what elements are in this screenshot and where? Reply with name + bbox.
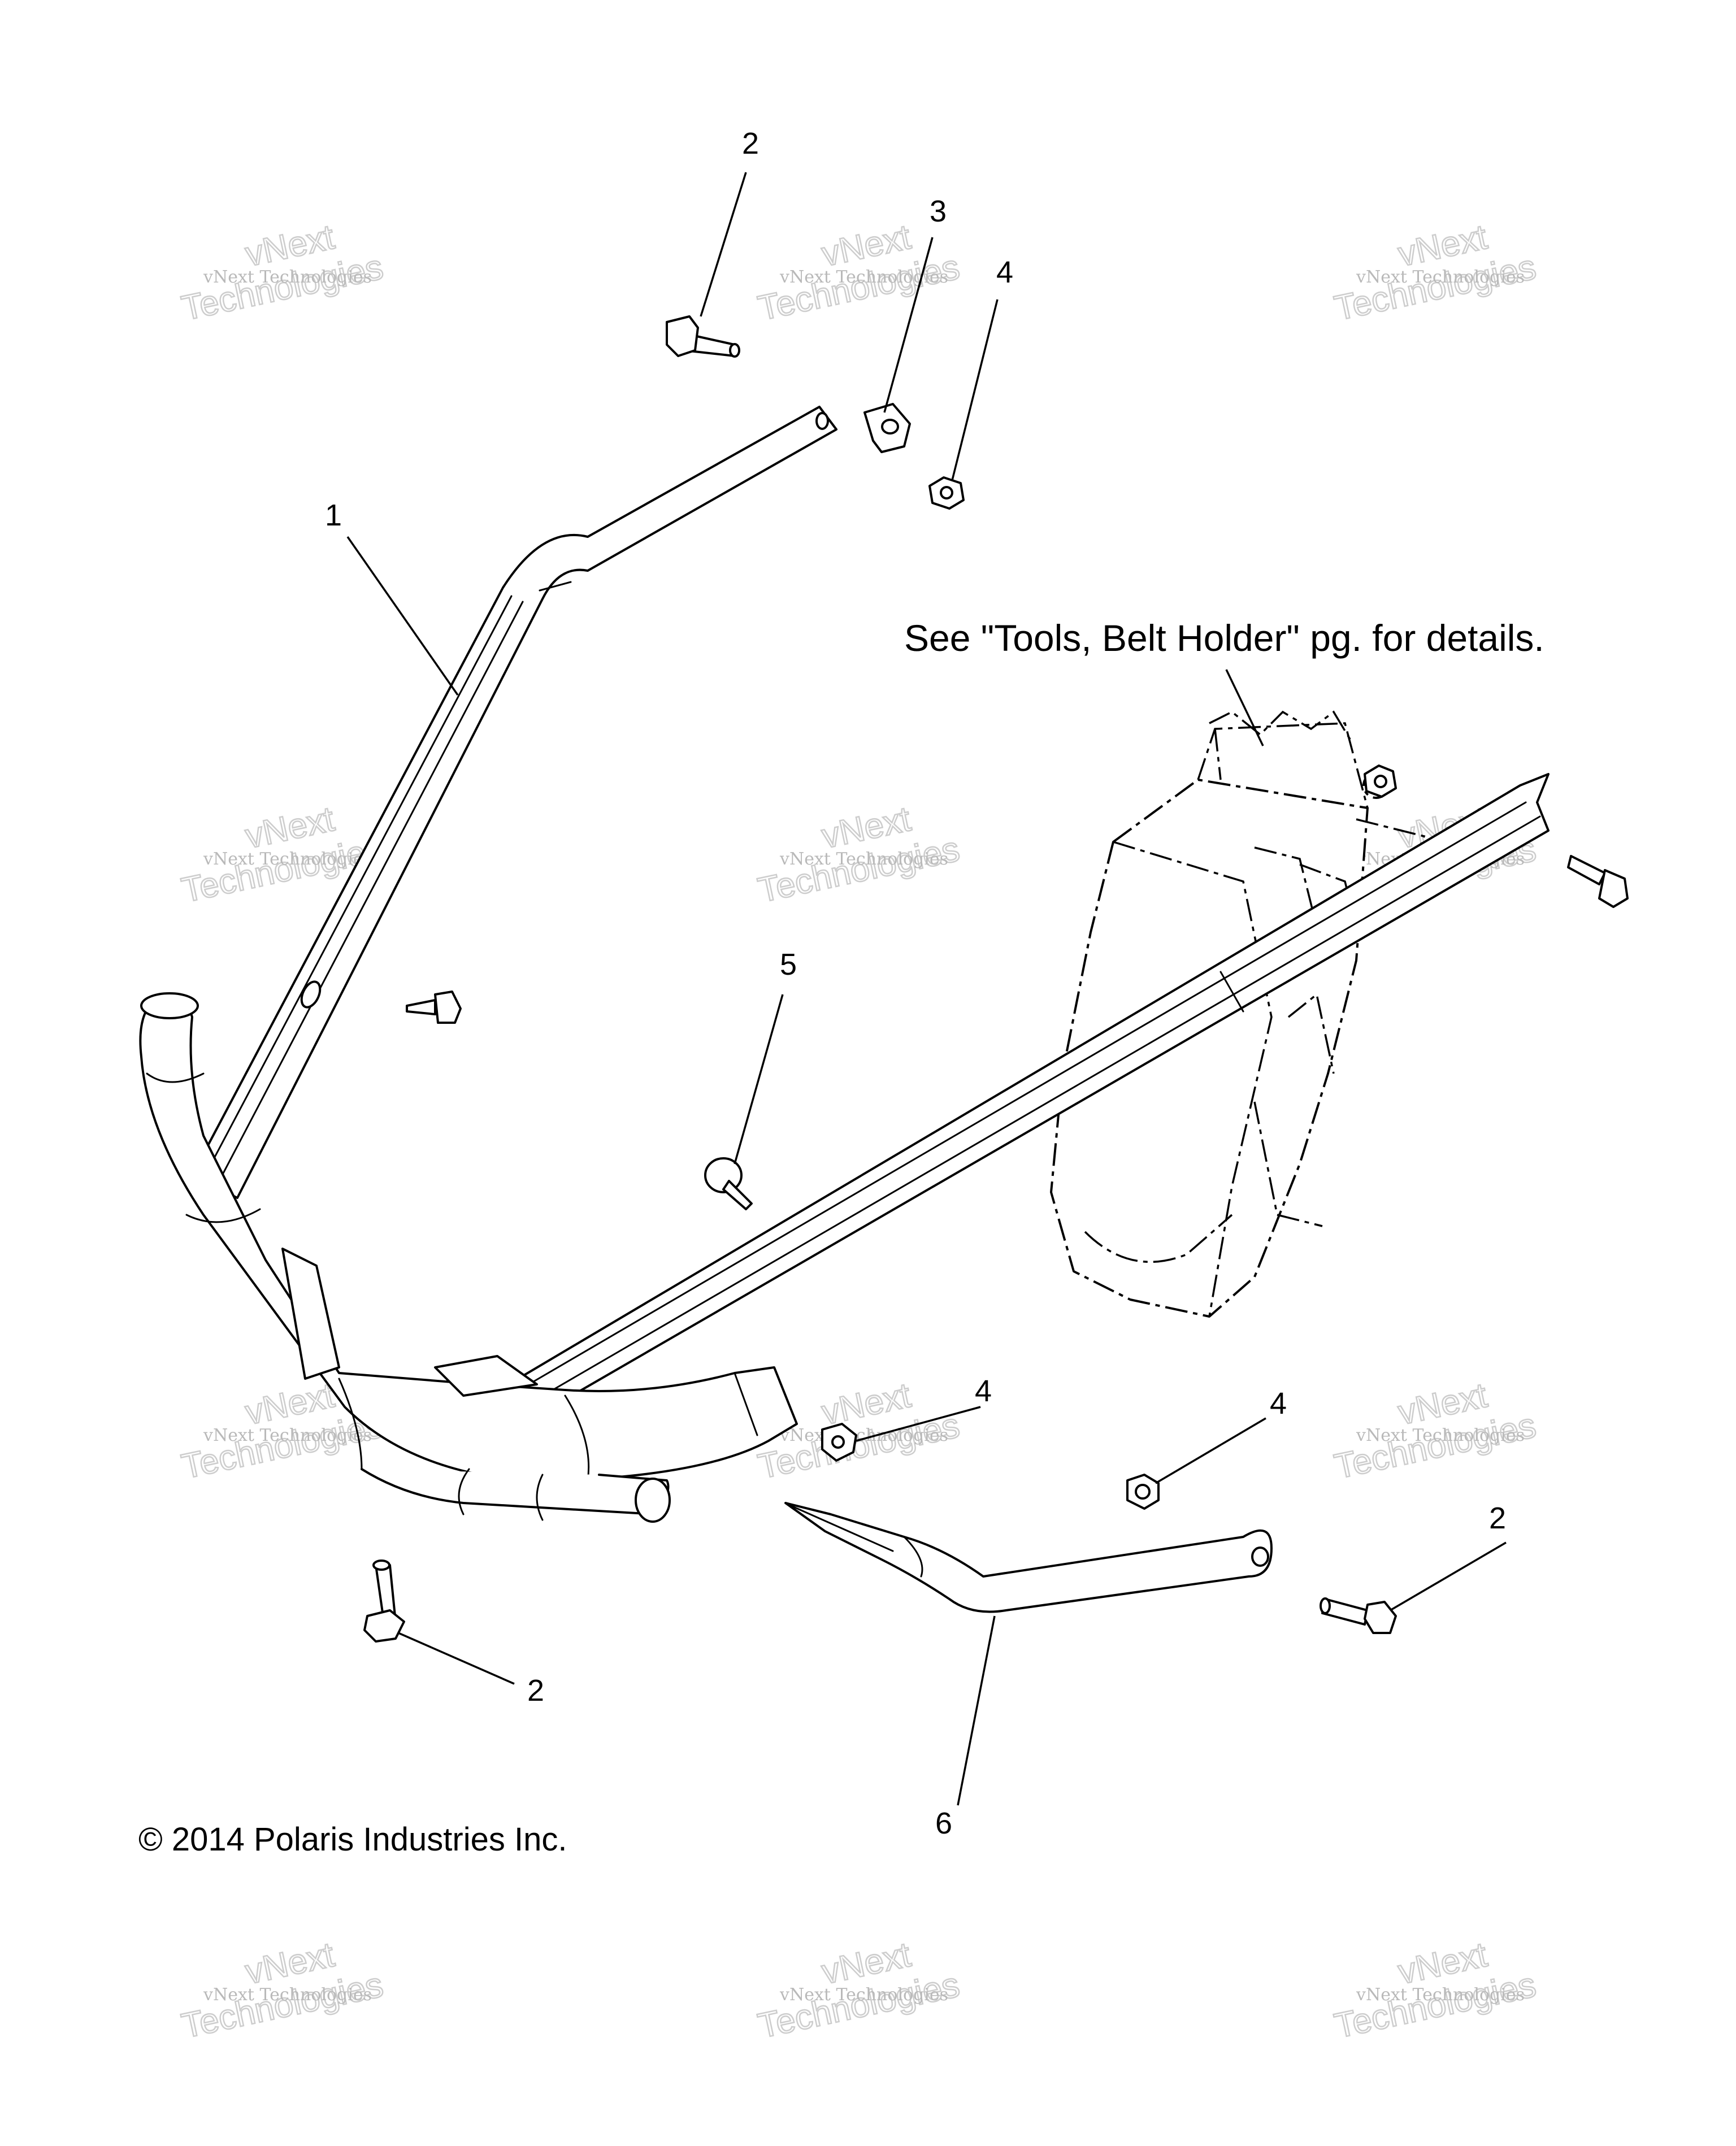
part-6-lower-brace bbox=[784, 1502, 1273, 1613]
clip-icon bbox=[863, 403, 911, 453]
callout-3: 3 bbox=[930, 194, 947, 228]
tube-end bbox=[635, 1478, 671, 1523]
bolt-icon bbox=[363, 1559, 405, 1643]
watermark-text: vNext Technologies bbox=[1356, 1426, 1525, 1445]
callout-4: 4 bbox=[975, 1374, 992, 1408]
watermark: vNext Technologies vNext Technologies bbox=[1330, 217, 1540, 329]
callout-2: 2 bbox=[527, 1674, 544, 1708]
rail-hole bbox=[300, 980, 322, 1009]
rivet-icon bbox=[406, 991, 462, 1024]
watermark: vNext Technologies vNext Technologies bbox=[177, 1935, 387, 2047]
copyright-text: © 2014 Polaris Industries Inc. bbox=[138, 1821, 567, 1858]
watermark-text: vNext Technologies bbox=[203, 1426, 372, 1445]
part-1-bumper-tube bbox=[139, 406, 1550, 1523]
watermark: vNext Technologies vNext Technologies bbox=[1330, 1935, 1540, 2047]
bolt-icon bbox=[666, 315, 740, 358]
callout-2: 2 bbox=[1489, 1501, 1506, 1535]
watermark-text: vNext Technologies bbox=[779, 1426, 948, 1445]
rail-hole bbox=[815, 412, 829, 430]
watermark-text: vNext Technologies bbox=[203, 849, 372, 869]
belt-holder-reference bbox=[1050, 710, 1426, 1318]
bolt-icon bbox=[1567, 855, 1629, 908]
watermark-layer: vNext Technologies vNext Technologies vN… bbox=[177, 217, 1540, 2047]
rivet-icon bbox=[704, 1157, 753, 1210]
reference-note: See "Tools, Belt Holder" pg. for details… bbox=[904, 617, 1544, 659]
callout-5: 5 bbox=[780, 948, 797, 981]
watermark: vNext Technologies vNext Technologies bbox=[1330, 1375, 1540, 1487]
watermark: vNext Technologies vNext Technologies bbox=[754, 217, 964, 329]
watermark-text: vNext Technologies bbox=[779, 1985, 948, 2005]
callout-1: 1 bbox=[325, 498, 342, 532]
callout-2: 2 bbox=[742, 127, 759, 160]
watermark: vNext Technologies vNext Technologies bbox=[177, 217, 387, 329]
callout-6: 6 bbox=[935, 1806, 952, 1840]
nut-icon bbox=[928, 476, 965, 510]
nut-icon bbox=[1126, 1474, 1160, 1510]
bolt-icon bbox=[1320, 1597, 1397, 1634]
watermark-text: vNext Technologies bbox=[1356, 1985, 1525, 2005]
watermark: vNext Technologies vNext Technologies bbox=[754, 799, 964, 911]
brace-hole bbox=[1251, 1546, 1269, 1567]
callout-4: 4 bbox=[996, 255, 1013, 289]
leader-lines bbox=[346, 172, 1507, 1806]
tube-end bbox=[140, 992, 199, 1019]
nut-icon bbox=[1364, 764, 1397, 798]
callout-4: 4 bbox=[1270, 1387, 1287, 1420]
watermark-text: vNext Technologies bbox=[203, 1985, 372, 2005]
watermark-text: vNext Technologies bbox=[1356, 267, 1525, 287]
watermark-text: vNext Technologies bbox=[779, 849, 948, 869]
watermark: vNext Technologies vNext Technologies bbox=[754, 1935, 964, 2047]
watermark-text: vNext Technologies bbox=[203, 267, 372, 287]
nut-icon bbox=[821, 1423, 857, 1462]
callout-labels: 2 3 4 1 5 4 4 2 2 6 bbox=[325, 127, 1506, 1840]
